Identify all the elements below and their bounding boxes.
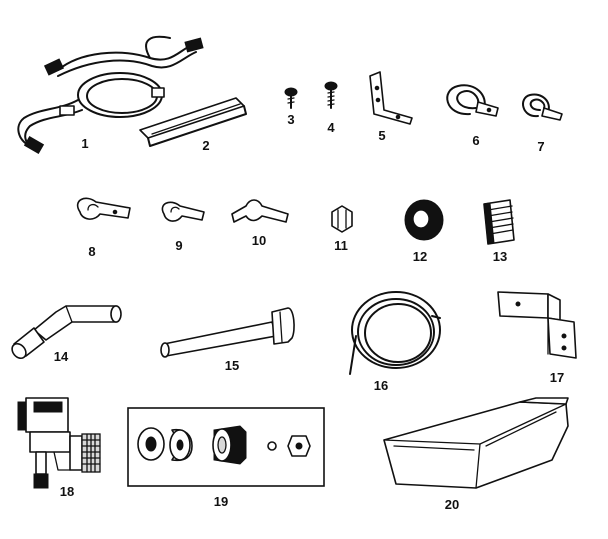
part-label: 9	[175, 238, 182, 253]
screw-icon	[284, 87, 298, 109]
part-label: 10	[252, 233, 266, 248]
part-label: 6	[472, 133, 479, 148]
elbow-fitting-icon	[11, 305, 122, 360]
clip-icon	[76, 197, 131, 220]
part-label: 16	[374, 378, 388, 393]
part-label: 8	[88, 244, 95, 259]
part-label: 7	[537, 139, 544, 154]
tape-pad-icon	[483, 199, 515, 245]
grommet-icon	[404, 199, 444, 241]
part-label: 20	[445, 497, 459, 512]
clip-icon	[231, 199, 289, 223]
angle-bracket-icon	[369, 71, 413, 125]
fitting-kit-icon	[127, 407, 325, 487]
part-label: 2	[202, 138, 209, 153]
tube-clamp-icon	[446, 84, 499, 117]
coiled-tubing-icon	[349, 291, 441, 375]
mounting-bracket-icon	[497, 291, 577, 359]
part-label: 19	[214, 494, 228, 509]
wire-harness-icon	[17, 35, 204, 155]
clip-icon	[161, 201, 205, 222]
part-label: 3	[287, 112, 294, 127]
part-label: 12	[413, 249, 427, 264]
part-label: 17	[550, 370, 564, 385]
part-label: 15	[225, 358, 239, 373]
water-valve-icon	[17, 397, 101, 489]
part-label: 13	[493, 249, 507, 264]
part-label: 11	[334, 238, 348, 253]
fill-tube-icon	[160, 307, 295, 358]
part-label: 5	[378, 128, 385, 143]
tube-clamp-icon	[522, 93, 563, 121]
part-label: 4	[327, 120, 335, 135]
part-label: 1	[81, 136, 88, 151]
channel-strip-icon	[139, 97, 247, 147]
part-label: 18	[60, 484, 74, 499]
connector-nut-icon	[331, 205, 353, 233]
screw-icon	[324, 81, 338, 109]
part-label: 14	[54, 349, 69, 364]
ice-bin-icon	[383, 397, 569, 489]
